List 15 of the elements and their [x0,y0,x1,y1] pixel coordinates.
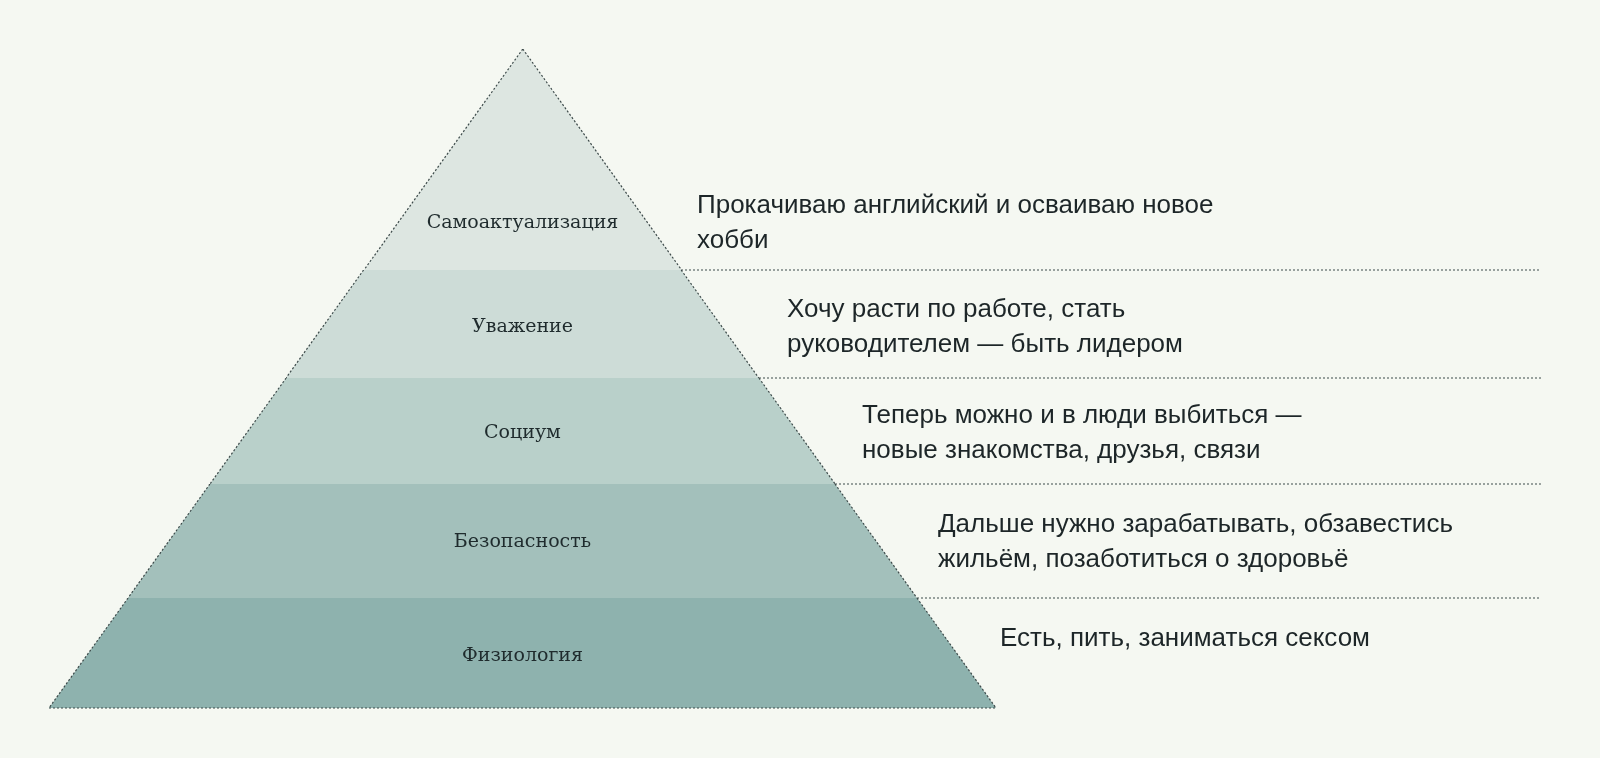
level-name: Самоактуализация [425,210,620,232]
pyramid-level [49,598,996,708]
level-name: Социум [483,420,562,442]
level-name: Уважение [470,314,574,336]
level-description: Есть, пить, заниматься сексом [1000,621,1371,654]
pyramid-level [286,270,759,378]
level-description: Прокачиваю английский и осваиваю новое хобби [697,188,1215,256]
level-name: Физиология [461,643,584,665]
pyramid-level [128,484,917,598]
pyramid-level [363,49,682,270]
level-description: Теперь можно и в люди выбиться — новые знакомства, друзья, связи [862,398,1303,466]
pyramid-level [209,378,836,484]
level-description: Дальше нужно зарабатывать, обзавестись жильём, позаботиться о здоровьё [938,507,1454,575]
level-description: Хочу расти по работе, стать руководителем — быть лидером [787,292,1184,360]
level-name: Безопасность [452,529,593,551]
